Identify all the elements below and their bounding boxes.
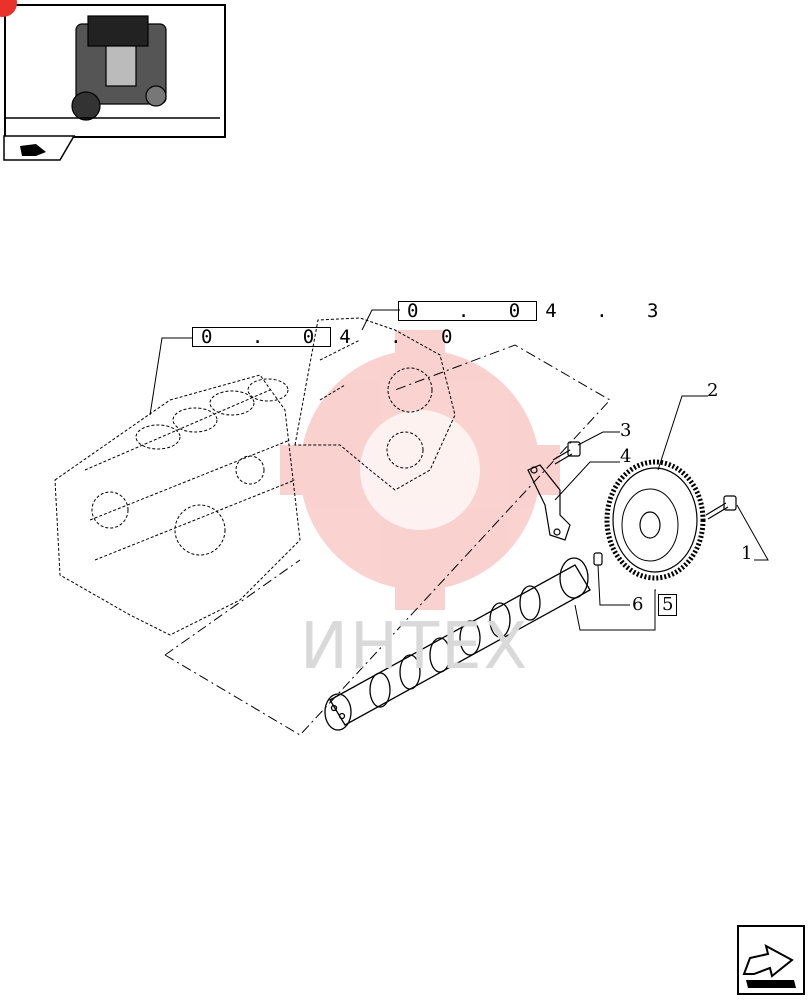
thumbnail-tab [0,0,76,161]
red-corner-badge [0,0,17,17]
next-page-arrow-icon[interactable] [736,924,806,996]
reference-tail: 4 . 0 [339,326,467,348]
pin [593,552,603,566]
engine-thumbnail-icon [6,15,220,121]
camshaft-gear [604,459,706,581]
reference-label-top[interactable]: 0 . 0 4 . 3 [398,300,672,322]
timing-cover [294,317,456,491]
callout-2[interactable]: 2 [707,380,719,401]
callout-4[interactable]: 4 [620,446,632,467]
reference-tail: 4 . 3 [545,300,673,322]
engine-block [54,374,301,636]
thrust-plate [527,464,571,541]
callout-6[interactable]: 6 [632,594,644,615]
plate-bolt [552,441,581,465]
camshaft [324,557,591,731]
reference-label-left[interactable]: 0 . 0 4 . 0 [192,326,466,348]
reference-boxed: 0 . 0 [192,327,332,347]
gear-bolt [705,495,737,520]
callout-5[interactable]: 5 [658,594,678,616]
callout-1[interactable]: 1 [741,543,753,564]
callout-3[interactable]: 3 [620,420,632,441]
engine-thumbnail[interactable] [4,4,226,138]
watermark-text: ИНТЕХ [300,610,530,684]
reference-boxed: 0 . 0 [398,301,538,321]
